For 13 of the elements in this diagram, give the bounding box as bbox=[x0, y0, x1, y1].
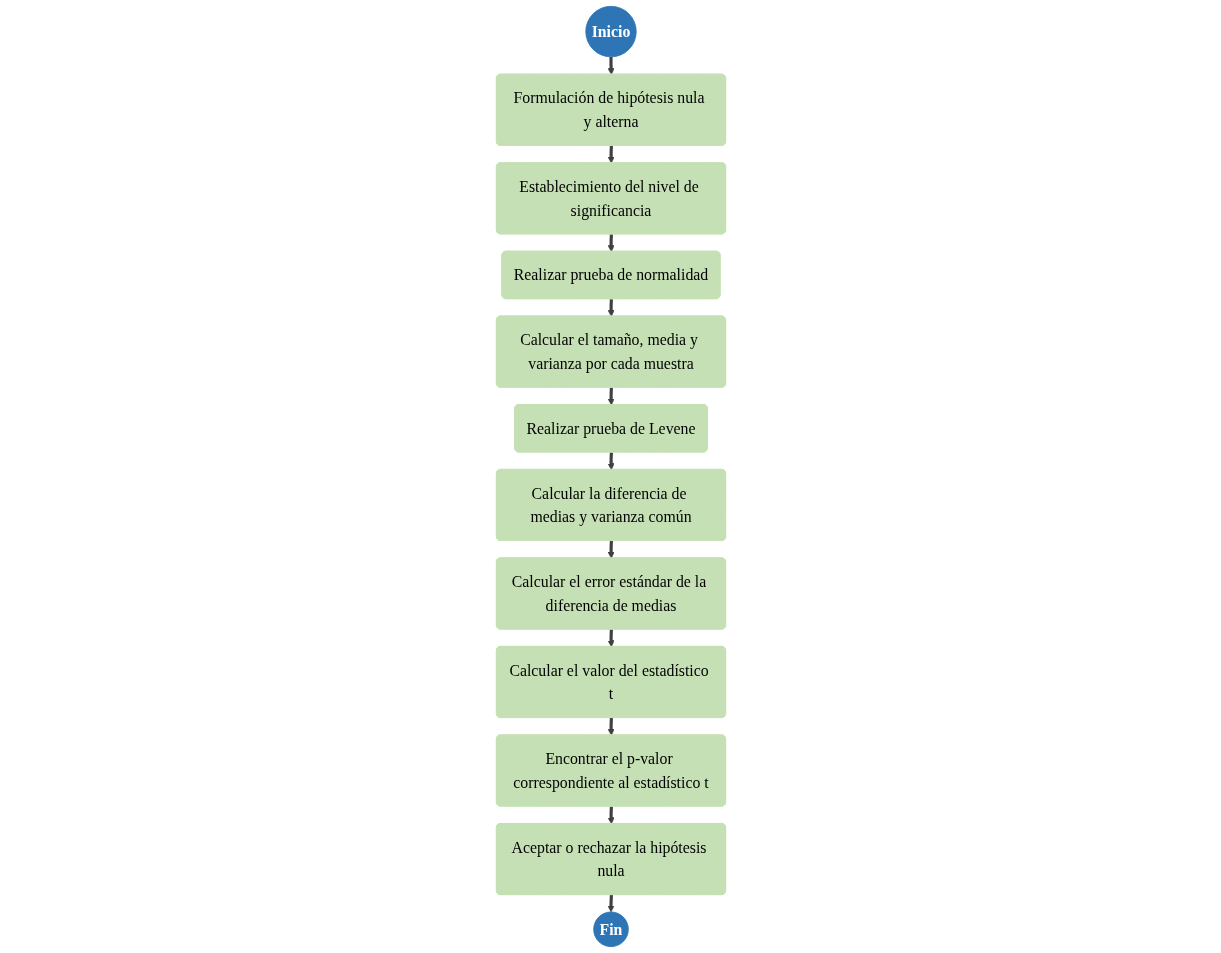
arrow bbox=[607, 452, 615, 471]
node-circle: Inicio bbox=[584, 5, 637, 58]
arrow bbox=[607, 540, 615, 559]
arrow bbox=[607, 145, 615, 164]
arrow bbox=[607, 629, 615, 648]
arrow bbox=[607, 56, 615, 75]
arrow bbox=[607, 387, 615, 406]
arrow bbox=[607, 717, 615, 736]
arrow bbox=[607, 894, 614, 913]
arrow bbox=[607, 298, 615, 317]
node-circle: Fin bbox=[592, 911, 629, 948]
arrow bbox=[607, 234, 615, 252]
arrow bbox=[607, 806, 615, 825]
